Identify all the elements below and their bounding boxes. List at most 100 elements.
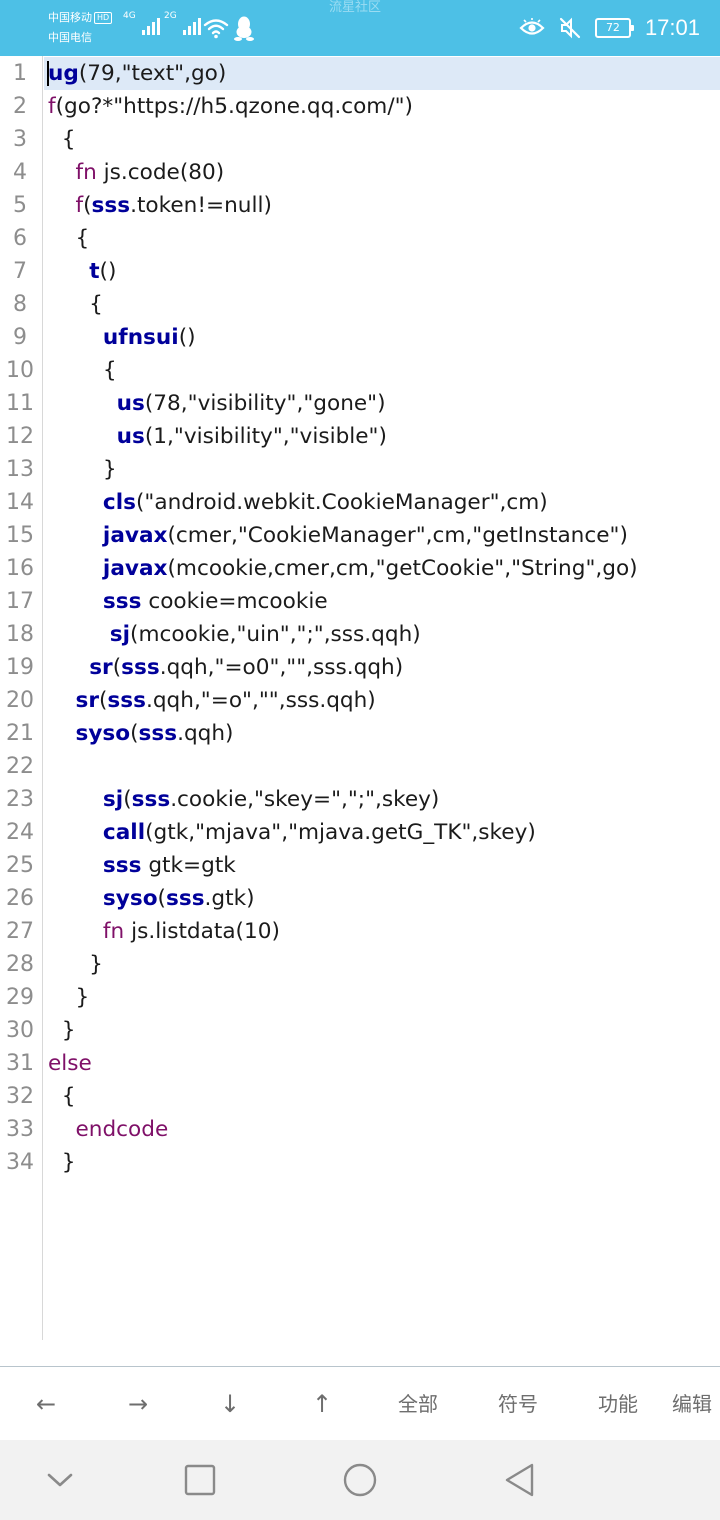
line-number: 2 xyxy=(13,94,27,119)
code-line[interactable]: 10 { xyxy=(0,354,720,387)
line-number: 13 xyxy=(6,457,34,482)
code-line[interactable]: 28 } xyxy=(0,948,720,981)
line-code: } xyxy=(48,1146,76,1179)
code-line[interactable]: 16 javax(mcookie,cmer,cm,"getCookie","St… xyxy=(0,552,720,585)
code-line[interactable]: 25 sss gtk=gtk xyxy=(0,849,720,882)
text-token xyxy=(48,853,103,878)
code-line[interactable]: 26 syso(sss.gtk) xyxy=(0,882,720,915)
text-token: .cookie,"skey=",";",skey) xyxy=(170,787,440,812)
keyword-token: call xyxy=(102,820,146,845)
line-code: { xyxy=(48,1080,76,1113)
keyword-token: sss xyxy=(102,853,142,878)
signal-bars-1-icon xyxy=(141,13,160,35)
code-line[interactable]: 12 us(1,"visibility","visible") xyxy=(0,420,720,453)
code-line[interactable]: 8 { xyxy=(0,288,720,321)
code-line[interactable]: 27 fn js.listdata(10) xyxy=(0,915,720,948)
cursor-right-button[interactable]: → xyxy=(127,1390,149,1418)
line-number: 22 xyxy=(6,754,34,779)
code-line[interactable]: 14 cls("android.webkit.CookieManager",cm… xyxy=(0,486,720,519)
keyword-token: sj xyxy=(102,787,124,812)
keyword-token: syso xyxy=(102,886,158,911)
keyword-token: sss xyxy=(107,688,146,713)
code-line[interactable]: 5 f(sss.token!=null) xyxy=(0,189,720,222)
text-token: ( xyxy=(123,787,132,812)
code-line[interactable]: 4 fn js.code(80) xyxy=(0,156,720,189)
line-number: 28 xyxy=(6,952,34,977)
keyword-token: sj xyxy=(109,622,131,647)
text-token: } xyxy=(48,952,103,977)
code-line[interactable]: 9 ufnsui() xyxy=(0,321,720,354)
signal-bars-2-icon xyxy=(182,13,201,35)
text-token: (mcookie,cmer,cm,"getCookie","String",go… xyxy=(167,556,638,581)
text-token xyxy=(48,655,89,680)
line-number: 31 xyxy=(6,1051,34,1076)
line-number: 10 xyxy=(6,358,34,383)
select-all-button[interactable]: 全部 xyxy=(398,1392,438,1416)
code-line[interactable]: 31 else xyxy=(0,1047,720,1080)
eye-comfort-icon xyxy=(519,18,545,35)
text-token: .qqh,"=o","",sss.qqh) xyxy=(145,688,376,713)
code-line[interactable]: 6 { xyxy=(0,222,720,255)
code-line[interactable]: 22 xyxy=(0,750,720,783)
code-line[interactable]: 29 } xyxy=(0,981,720,1014)
mute-icon xyxy=(559,17,581,39)
keyword-token: us xyxy=(116,424,145,449)
signal-2: 2G xyxy=(164,12,201,35)
code-line[interactable]: 20 sr(sss.qqh,"=o","",sss.qqh) xyxy=(0,684,720,717)
line-code: sj(mcookie,"uin",";",sss.qqh) xyxy=(48,618,421,651)
line-number: 4 xyxy=(13,160,27,185)
line-number: 25 xyxy=(6,853,34,878)
code-line[interactable]: 3 { xyxy=(0,123,720,156)
code-line[interactable]: 15 javax(cmer,"CookieManager",cm,"getIns… xyxy=(0,519,720,552)
text-token: () xyxy=(178,325,196,350)
text-token: { xyxy=(48,226,90,251)
text-token: js.listdata(10) xyxy=(124,919,280,944)
text-token xyxy=(48,622,110,647)
line-code: ug(79,"text",go) xyxy=(48,57,226,90)
line-number: 14 xyxy=(6,490,34,515)
code-line[interactable]: 17 sss cookie=mcookie xyxy=(0,585,720,618)
function-button[interactable]: 功能 xyxy=(598,1392,638,1416)
code-line[interactable]: 32 { xyxy=(0,1080,720,1113)
code-line[interactable]: 23 sj(sss.cookie,"skey=",";",skey) xyxy=(0,783,720,816)
code-line[interactable]: 33 endcode xyxy=(0,1113,720,1146)
line-number: 1 xyxy=(13,61,27,86)
text-token: } xyxy=(48,985,90,1010)
recents-icon[interactable] xyxy=(180,1460,220,1500)
code-line[interactable]: 24 call(gtk,"mjava","mjava.getG_TK",skey… xyxy=(0,816,720,849)
line-number: 29 xyxy=(6,985,34,1010)
edit-button[interactable]: 编辑 xyxy=(672,1392,712,1416)
cursor-left-button[interactable]: ← xyxy=(35,1390,57,1418)
code-line[interactable]: 13 } xyxy=(0,453,720,486)
line-code: fn js.code(80) xyxy=(48,156,224,189)
code-line[interactable]: 7 t() xyxy=(0,255,720,288)
cursor-down-button[interactable]: ↓ xyxy=(219,1390,241,1418)
text-token: cookie=mcookie xyxy=(141,589,328,614)
code-line[interactable]: 18 sj(mcookie,"uin",";",sss.qqh) xyxy=(0,618,720,651)
text-token: { xyxy=(48,1084,76,1109)
gutter-divider xyxy=(42,56,43,1340)
code-line[interactable]: 34 } xyxy=(0,1146,720,1179)
symbol-button[interactable]: 符号 xyxy=(498,1392,538,1416)
line-number: 12 xyxy=(6,424,34,449)
code-line[interactable]: 30 } xyxy=(0,1014,720,1047)
code-line[interactable]: 11 us(78,"visibility","gone") xyxy=(0,387,720,420)
line-code: } xyxy=(48,1014,76,1047)
back-icon[interactable] xyxy=(500,1460,540,1500)
line-code: ufnsui() xyxy=(48,321,196,354)
function-token: else xyxy=(48,1051,92,1076)
text-token: (gtk,"mjava","mjava.getG_TK",skey) xyxy=(145,820,536,845)
cursor-up-button[interactable]: ↑ xyxy=(311,1390,333,1418)
line-code: us(78,"visibility","gone") xyxy=(48,387,386,420)
line-code: cls("android.webkit.CookieManager",cm) xyxy=(48,486,548,519)
home-icon[interactable] xyxy=(340,1460,380,1500)
code-line[interactable]: 1 ug(79,"text",go) xyxy=(0,57,720,90)
clock: 17:01 xyxy=(644,15,700,40)
text-token: ( xyxy=(157,886,166,911)
text-token: } xyxy=(48,1150,76,1175)
chevron-down-icon[interactable] xyxy=(40,1460,80,1500)
code-line[interactable]: 21 syso(sss.qqh) xyxy=(0,717,720,750)
code-line[interactable]: 19 sr(sss.qqh,"=o0","",sss.qqh) xyxy=(0,651,720,684)
